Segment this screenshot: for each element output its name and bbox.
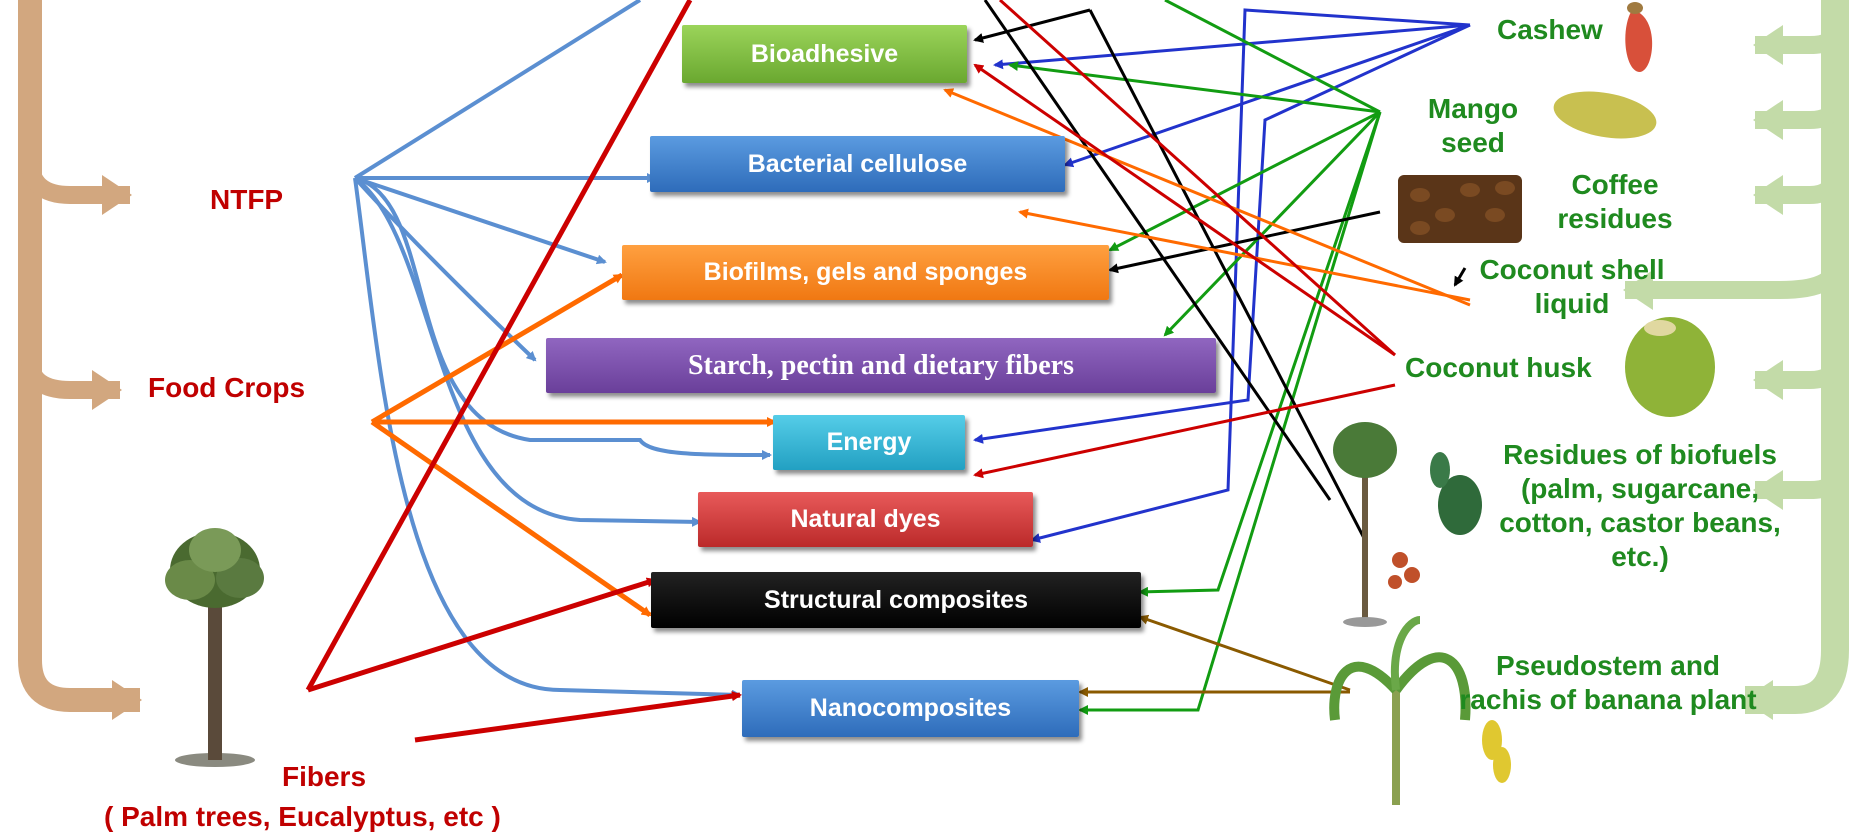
nanocomposites-box: Nanocomposites	[742, 680, 1079, 737]
mango-seed-illustration	[1553, 91, 1657, 139]
starch-label: Starch, pectin and dietary fibers	[687, 349, 1075, 381]
bacterial-cellulose-label: Bacterial cellulose	[747, 149, 968, 178]
coconut-illustration	[1625, 317, 1715, 417]
biofilms-label: Biofilms, gels and sponges	[703, 258, 1028, 286]
biofilms-box: Biofilms, gels and sponges	[622, 245, 1109, 300]
coconut-husk-label: Coconut husk	[1405, 352, 1592, 383]
fibers-arrows	[305, 0, 742, 743]
structural-composites-label: Structural composites	[764, 585, 1028, 614]
coffee-beans-illustration	[1398, 175, 1522, 243]
bacterial-cellulose-box: Bacterial cellulose	[650, 136, 1065, 192]
natural-dyes-label: Natural dyes	[790, 505, 941, 533]
cashew-label: Cashew	[1497, 14, 1603, 45]
palm-tree-illustration	[165, 528, 264, 767]
fibers-label: Fibers	[282, 761, 367, 792]
nanocomposites-label: Nanocomposites	[809, 694, 1012, 722]
food-crops-label: Food Crops	[148, 372, 306, 403]
banana-label: Pseudostem and rachis of banana plant	[1459, 650, 1757, 716]
banana-plant-illustration	[1329, 616, 1511, 805]
energy-box: Energy	[773, 415, 965, 470]
energy-label: Energy	[826, 428, 912, 456]
biofuel-residues-label: Residues of biofuels (palm, sugarcane, c…	[1499, 439, 1781, 573]
right-bracket	[1623, 0, 1849, 720]
left-bracket	[18, 0, 142, 720]
structural-composites-box: Structural composites	[651, 572, 1141, 628]
coffee-residues-label: Coffee residues	[1557, 169, 1673, 235]
bioadhesive-box: Bioadhesive	[682, 25, 967, 83]
fibers-examples-label: ( Palm trees, Eucalyptus, etc )	[104, 801, 501, 832]
starch-box: Starch, pectin and dietary fibers	[546, 338, 1216, 393]
natural-dyes-box: Natural dyes	[698, 492, 1033, 547]
bioadhesive-label: Bioadhesive	[750, 39, 899, 68]
biofuel-plants-illustration	[1333, 422, 1482, 627]
coconut-shell-liquid-label: Coconut shell liquid	[1479, 254, 1665, 320]
mango-seed-label: Mango seed	[1427, 93, 1519, 159]
ntfp-label: NTFP	[210, 184, 284, 215]
cashew-illustration	[1625, 2, 1653, 72]
right-arrows	[943, 0, 1471, 715]
